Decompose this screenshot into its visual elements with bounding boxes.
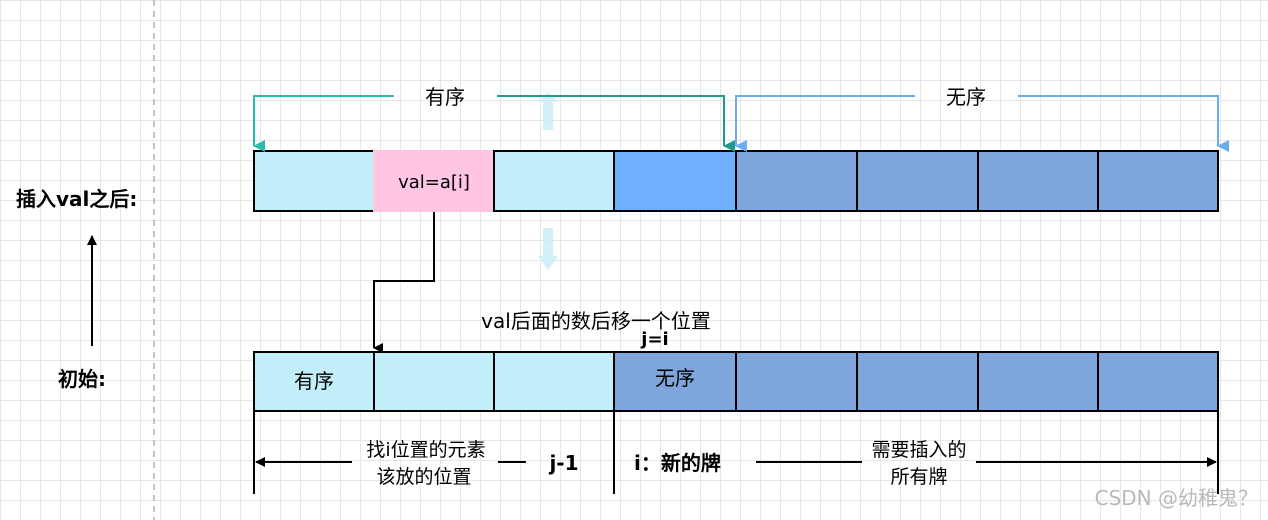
top-cell-6 — [856, 150, 979, 212]
bottom-cell-5 — [735, 351, 858, 412]
val-cell-label: val=a[i] — [398, 172, 470, 193]
ghost-down-arrow — [538, 228, 558, 270]
bottom-cell-1 — [253, 351, 375, 412]
bottom-sorted-label: 有序 — [294, 369, 334, 393]
top-cell-val — [373, 150, 495, 212]
find-position-line1: 找i位置的元素 — [366, 439, 485, 461]
bottom-cell-6 — [856, 351, 979, 412]
need-insert-line2: 所有牌 — [890, 466, 947, 488]
top-cell-7 — [977, 150, 1099, 212]
find-position-line2: 该放的位置 — [376, 466, 471, 488]
top-cell-4 — [613, 150, 737, 212]
bottom-row: 有序 无序 — [253, 351, 1219, 412]
val-move-connector — [373, 212, 435, 353]
bottom-cell-2 — [373, 351, 495, 412]
need-insert-line1: 需要插入的 — [871, 439, 966, 461]
unsorted-range-label: 无序 — [946, 85, 986, 109]
insert-range-arrow: i：新的牌 需要插入的 所有牌 — [634, 439, 1217, 488]
csdn-watermark: CSDN @幼稚鬼？ — [1095, 486, 1258, 510]
top-cell-8 — [1097, 150, 1219, 212]
bottom-unsorted-label: 无序 — [655, 366, 695, 390]
bottom-cell-8 — [1097, 351, 1219, 412]
top-cell-1 — [253, 150, 375, 212]
ghost-up-arrow — [538, 92, 558, 130]
j-minus-1-label: j-1 — [548, 451, 578, 475]
top-cell-3 — [493, 150, 615, 212]
label-initial: 初始: — [58, 367, 106, 391]
search-range-arrow: 找i位置的元素 该放的位置 j-1 — [255, 439, 579, 488]
top-cell-5 — [735, 150, 858, 212]
sorted-range-label: 有序 — [425, 85, 465, 109]
sorted-range-bracket: 有序 — [253, 85, 735, 152]
new-card-label: i：新的牌 — [634, 451, 721, 475]
label-after-insert: 插入val之后: — [16, 187, 137, 211]
shift-note: val后面的数后移一个位置 — [481, 309, 711, 333]
bottom-cell-7 — [977, 351, 1099, 412]
unsorted-range-bracket: 无序 — [735, 85, 1229, 152]
j-equals-i-label: j=i — [640, 329, 668, 350]
top-row: val=a[i] — [253, 150, 1219, 212]
bottom-cell-3 — [493, 351, 615, 412]
